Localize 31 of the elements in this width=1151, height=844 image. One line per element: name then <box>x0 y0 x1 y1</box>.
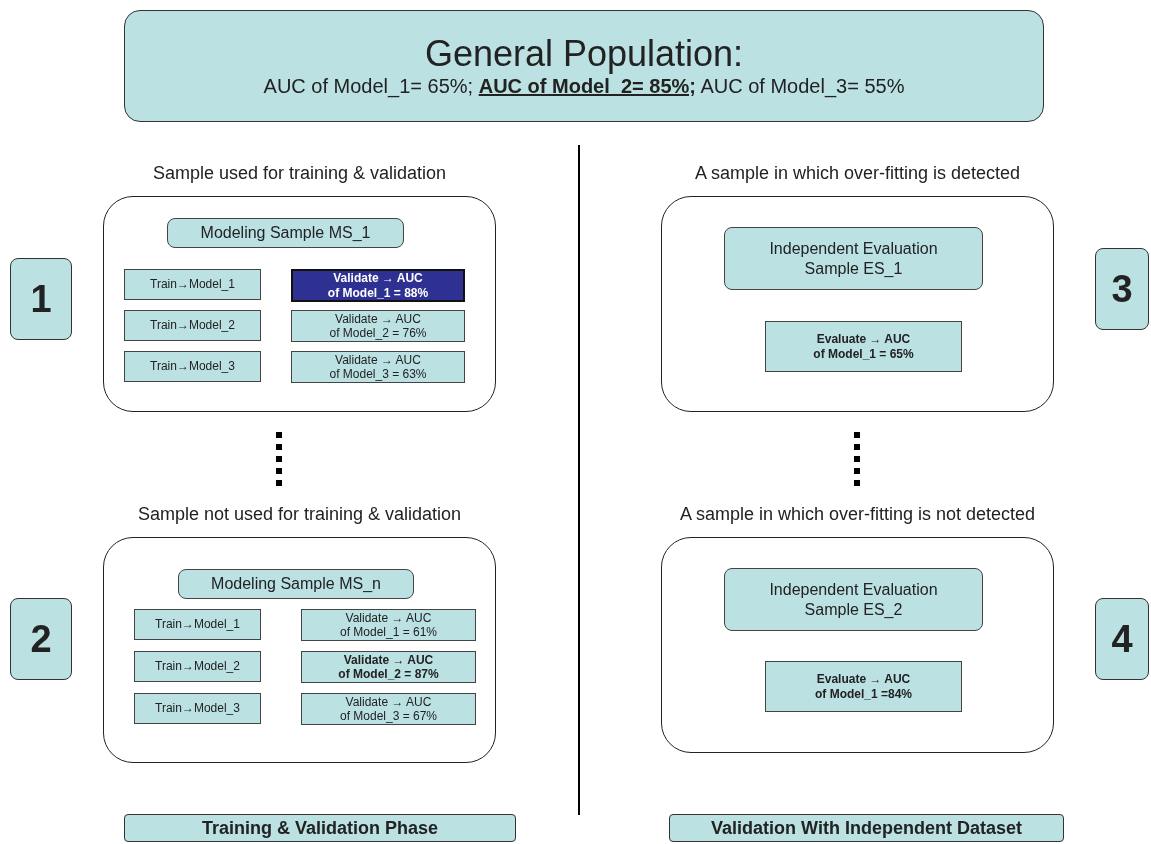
sample-box: Modeling Sample MS_n <box>178 569 414 599</box>
step-number: 3 <box>1095 248 1149 330</box>
process-box: Evaluate → AUC of Model_1 = 65% <box>765 321 962 372</box>
process-box: Train→Model_2 <box>124 310 261 341</box>
process-box: Train→Model_2 <box>134 651 261 682</box>
process-box: Validate → AUC of Model_2 = 87% <box>301 651 476 683</box>
process-box: Train→Model_3 <box>124 351 261 382</box>
process-box: Train→Model_1 <box>124 269 261 300</box>
frame-heading: A sample in which over-fitting is not detected <box>678 504 1037 525</box>
frame-heading: Sample used for training & validation <box>151 163 448 184</box>
frame-heading: A sample in which over-fitting is detected <box>693 163 1022 184</box>
process-box: Evaluate → AUC of Model_1 =84% <box>765 661 962 712</box>
banner-subtitle: AUC of Model_1= 65%; AUC of Model_2= 85%; AUC of Model_3= 55% <box>263 75 905 99</box>
phase-bar: Validation With Independent Dataset <box>669 814 1064 842</box>
step-number: 4 <box>1095 598 1149 680</box>
process-box: Validate → AUC of Model_3 = 63% <box>291 351 465 383</box>
frame-heading: Sample not used for training & validation <box>136 504 463 525</box>
process-box: Validate → AUC of Model_2 = 76% <box>291 310 465 342</box>
step-number: 1 <box>10 258 72 340</box>
process-box: Validate → AUC of Model_1 = 88% <box>291 269 465 302</box>
process-box: Validate → AUC of Model_3 = 67% <box>301 693 476 725</box>
process-box: Train→Model_1 <box>134 609 261 640</box>
step-number: 2 <box>10 598 72 680</box>
sample-box: Independent Evaluation Sample ES_2 <box>724 568 983 631</box>
phase-bar: Training & Validation Phase <box>124 814 516 842</box>
population-banner <box>124 10 1044 122</box>
process-box: Train→Model_3 <box>134 693 261 724</box>
sample-box: Independent Evaluation Sample ES_1 <box>724 227 983 290</box>
process-box: Validate → AUC of Model_1 = 61% <box>301 609 476 641</box>
banner-title: General Population: <box>424 33 744 74</box>
sample-box: Modeling Sample MS_1 <box>167 218 404 248</box>
